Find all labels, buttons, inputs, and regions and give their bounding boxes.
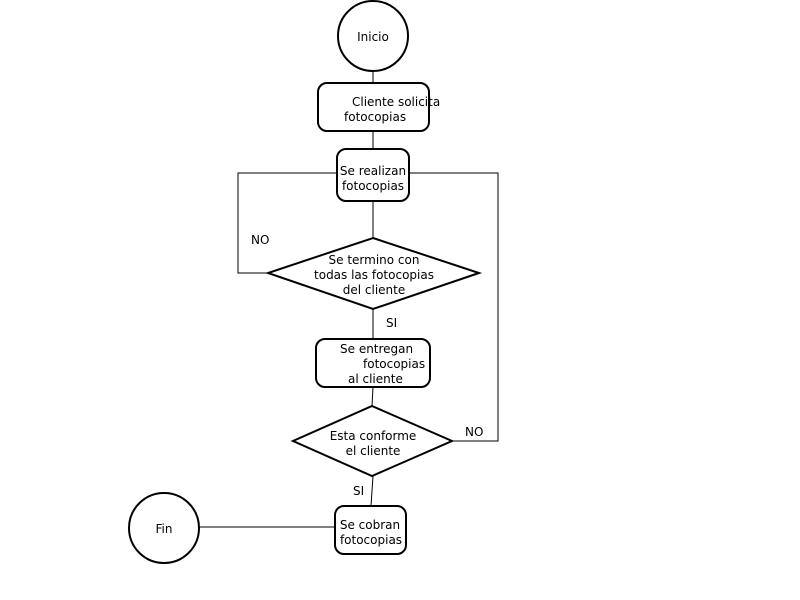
end-terminator-shape <box>128 492 200 564</box>
request-label-line2: fotocopias <box>344 110 406 124</box>
done-check-label-line1: Se termino con <box>329 253 420 267</box>
start-label: Inicio <box>357 30 389 44</box>
edge-satisfied-check-no-loop <box>409 172 499 442</box>
deliver-label-line1: Se entregan <box>340 342 413 356</box>
deliver-label-line2: fotocopias <box>363 357 425 371</box>
satisfied-check-no-label: NO <box>465 425 483 439</box>
done-check-yes-label: SI <box>386 316 397 330</box>
satisfied-check-decision-shape <box>290 404 455 478</box>
charge-label-line2: fotocopias <box>340 533 402 547</box>
request-label-line1: Cliente solicita <box>352 95 440 109</box>
charge-node: Se cobran fotocopias <box>334 505 407 555</box>
deliver-process-shape <box>315 338 431 388</box>
charge-process-shape <box>334 505 407 555</box>
done-check-label-line2: todas las fotocopias <box>314 268 434 282</box>
start-node: Inicio <box>337 0 409 72</box>
edge-done-check-no-loop <box>237 172 337 274</box>
satisfied-check-node: Esta conforme el cliente <box>290 404 455 478</box>
charge-label-line1: Se cobran <box>340 518 400 532</box>
satisfied-check-label-line2: el cliente <box>346 444 401 458</box>
deliver-label-line3: al cliente <box>348 372 403 386</box>
copy-label-line2: fotocopias <box>342 179 404 193</box>
done-check-decision-shape <box>264 236 483 311</box>
done-check-no-label: NO <box>251 233 269 247</box>
end-node: Fin <box>128 492 200 564</box>
copy-node: Se realizan fotocopias <box>336 148 410 202</box>
deliver-node: Se entregan fotocopias al cliente <box>315 338 431 388</box>
done-check-label-line3: del cliente <box>343 283 406 297</box>
end-label: Fin <box>156 522 173 536</box>
request-process-shape <box>317 82 430 132</box>
done-check-node: Se termino con todas las fotocopias del … <box>264 236 483 311</box>
satisfied-check-yes-label: SI <box>353 484 364 498</box>
edge-deliver-to-satisfied-check <box>371 386 374 407</box>
satisfied-check-label-line1: Esta conforme <box>330 429 417 443</box>
copy-process-shape <box>336 148 410 202</box>
start-terminator-shape <box>337 0 409 72</box>
request-node: Cliente solicita fotocopias <box>317 82 440 132</box>
copy-label-line1: Se realizan <box>340 164 406 178</box>
edge-satisfied-check-yes <box>370 475 374 507</box>
